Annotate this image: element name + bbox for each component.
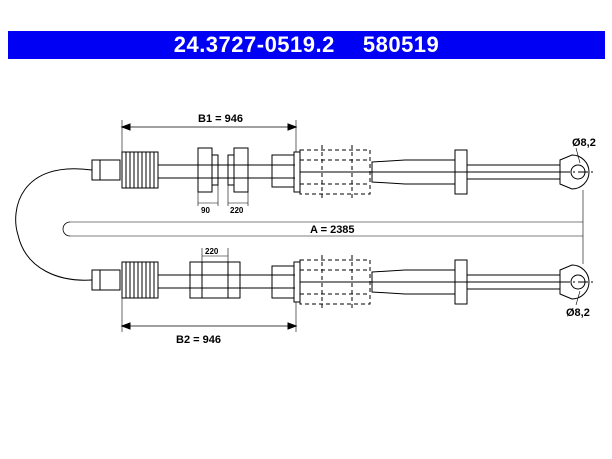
b2-dimension-line <box>120 298 298 332</box>
d-bottom-leader <box>575 290 581 306</box>
b1-label: B1 = 946 <box>198 113 243 125</box>
dim-90-label: 90 <box>201 206 210 215</box>
bottom-cable-assembly <box>91 255 596 310</box>
diameter-bottom-label: Ø8,2 <box>566 307 590 319</box>
cable-loop <box>15 168 93 281</box>
title-band: 24.3727-0519.2 580519 <box>8 31 605 59</box>
dim-220-bottom-label: 220 <box>205 247 219 256</box>
small-dimension-lines <box>197 185 249 206</box>
bottom-220-dimension-line <box>201 248 229 262</box>
b2-label: B2 = 946 <box>176 334 221 346</box>
top-cable-assembly <box>91 145 596 200</box>
diameter-top-label: Ø8,2 <box>572 137 596 149</box>
a-label: A = 2385 <box>310 224 355 236</box>
b1-dimension-line <box>120 120 298 152</box>
d-top-leader <box>575 147 581 164</box>
reference-number: 580519 <box>362 32 440 57</box>
dim-220-top-label: 220 <box>230 206 244 215</box>
a-dimension-line <box>62 190 584 264</box>
part-number: 24.3727-0519.2 <box>173 32 335 57</box>
